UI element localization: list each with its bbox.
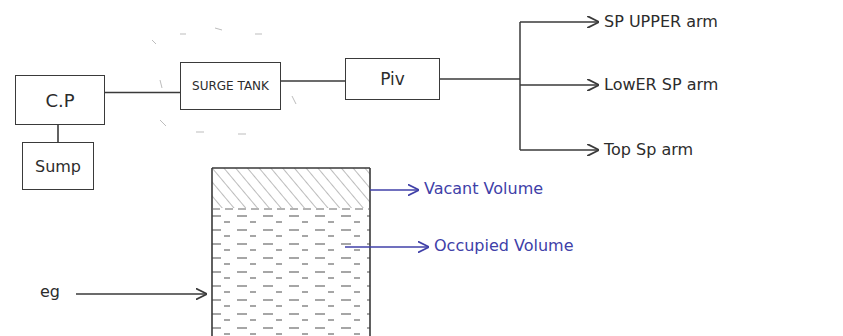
valve-box: Piv — [345, 58, 440, 100]
box-text: C.P — [39, 90, 80, 111]
sketch-marks — [152, 28, 296, 134]
branch-lines — [440, 22, 598, 150]
box-text: Sump — [29, 157, 87, 176]
tank-illustration — [212, 168, 370, 336]
arm-label: Top Sp arm — [604, 140, 693, 159]
box-text: Piv — [374, 69, 411, 89]
box-text: SURGE TANK — [186, 79, 275, 93]
arm-label: SP UPPER arm — [604, 12, 718, 31]
arm-label: LowER SP arm — [604, 75, 718, 94]
pipe-connector — [281, 80, 345, 82]
volume-label: Occupied Volume — [434, 236, 574, 255]
pump-box: C.P — [15, 75, 105, 125]
surge-tank-box: SURGE TANK — [180, 62, 281, 110]
example-label: eg — [40, 282, 60, 301]
pipe-connector — [105, 92, 180, 94]
volume-label: Vacant Volume — [424, 179, 543, 198]
sump-box: Sump — [22, 142, 94, 190]
pipe-connector — [57, 125, 59, 142]
leader-lines — [76, 190, 428, 294]
